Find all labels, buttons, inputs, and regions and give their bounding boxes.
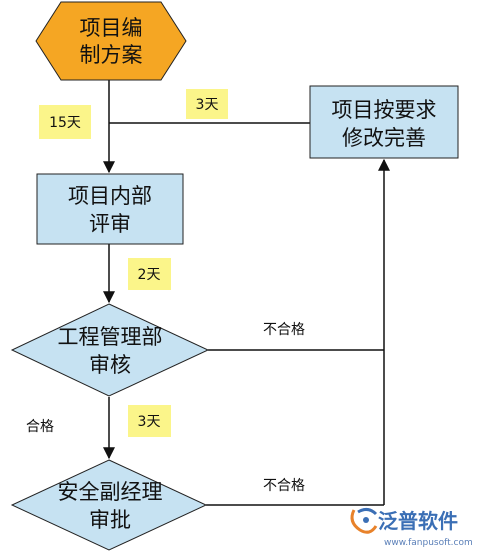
revise-line2: 修改完善: [342, 126, 426, 150]
safety-approval-diamond: [10, 459, 208, 551]
label-engineering-fail: 不合格: [263, 322, 305, 338]
node-safety-approval: 安全副经理 审批: [10, 459, 208, 551]
node-revise: 项目按要求 修改完善: [309, 85, 459, 159]
badge-engineering-to-safety: 3天: [128, 405, 171, 437]
revise-box: [309, 85, 459, 159]
start-hexagon: [35, 1, 187, 81]
start-line2: 制方案: [80, 43, 143, 67]
internal-review-line1: 项目内部: [68, 184, 152, 208]
engineering-review-line2: 审核: [89, 353, 131, 377]
safety-approval-line1: 安全副经理: [58, 480, 163, 504]
badge-bg: [128, 405, 171, 437]
node-engineering-review: 工程管理部 审核: [10, 303, 210, 397]
connectors: [103, 80, 390, 506]
badge-label: 2天: [138, 267, 161, 283]
safety-approval-line2: 审批: [89, 508, 131, 532]
logo-mark-icon: [350, 507, 378, 534]
badge-bg: [128, 258, 171, 290]
start-line1: 项目编: [80, 16, 143, 40]
badge-label: 3天: [196, 97, 219, 113]
logo-name: 泛普软件: [378, 509, 458, 533]
label-safety-fail: 不合格: [263, 478, 305, 494]
badge-internal-to-engineering: 2天: [128, 258, 171, 290]
logo-url: www.fanpusoft.com: [384, 538, 473, 548]
badge-revise-to-main: 3天: [186, 89, 228, 119]
node-start: 项目编 制方案: [35, 1, 187, 81]
badge-bg: [39, 105, 91, 139]
internal-review-box: [36, 173, 184, 245]
node-internal-review: 项目内部 评审: [36, 173, 184, 245]
badge-label: 3天: [138, 414, 161, 430]
engineering-review-line1: 工程管理部: [58, 325, 163, 349]
badge-bg: [186, 89, 228, 119]
revise-line1: 项目按要求: [332, 98, 437, 122]
watermark-logo: 泛普软件 www.fanpusoft.com: [350, 507, 473, 548]
badge-start-to-internal: 15天: [39, 105, 91, 139]
internal-review-line2: 评审: [89, 212, 131, 236]
label-engineering-pass: 合格: [26, 419, 54, 435]
badge-label: 15天: [49, 115, 81, 131]
engineering-review-diamond: [10, 303, 210, 397]
